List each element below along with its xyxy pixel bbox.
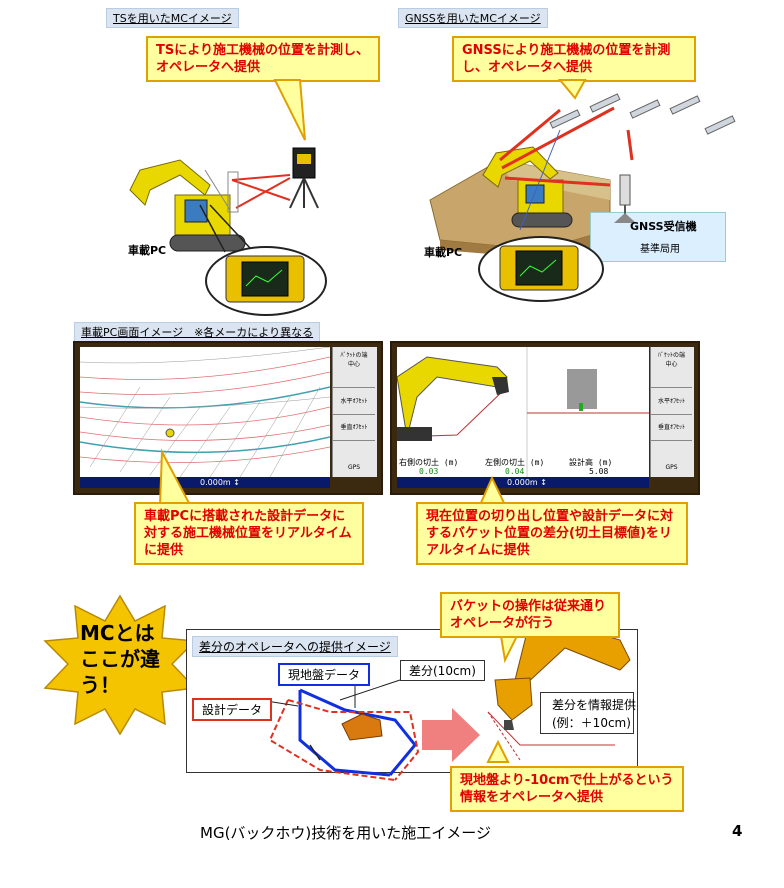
diff-section-label: 差分のオペレータへの提供イメージ <box>192 636 398 657</box>
readout-design-height-label: 設計高 (m) <box>569 458 613 467</box>
bottom-callout-text: 現地盤より-10cmで仕上がるという情報をオペレータへ提供 <box>460 773 674 805</box>
mc-badge-star <box>43 594 197 736</box>
right-pc-btn-gps[interactable]: GPS <box>665 464 678 471</box>
mc-badge-text: MCとはここが違う！ <box>80 621 160 697</box>
bottom-callout: 現地盤より-10cmで仕上がるという情報をオペレータへ提供 <box>450 766 684 812</box>
page-number: 4 <box>732 822 743 840</box>
right-pc-side-panel <box>650 347 694 477</box>
readout-right-cut-label: 右側の切土 (m) <box>399 458 459 467</box>
left-pc-btn-bucket-edge[interactable]: ﾊﾞｹｯﾄの端 中心 <box>333 348 375 388</box>
gnss-pc-label: 車載PC <box>424 246 463 259</box>
left-pc-status-text: 0.000m ↕ <box>200 478 240 487</box>
right-pc-status-text: 0.000m ↕ <box>507 478 547 487</box>
left-pc-side-panel <box>332 347 377 477</box>
right-pc-btn-horizontal-offset[interactable]: 水平ｵﾌｾｯﾄ <box>651 390 692 415</box>
info-box <box>540 692 634 734</box>
info-label: 差分を情報提供 <box>552 698 637 712</box>
right-pc-status-bar: 0.000m ↕ <box>397 477 649 488</box>
bucket-callout-text: バケットの操作は従来通りオペレータが行う <box>450 599 607 631</box>
ground-data-label: 現地盤データ <box>278 663 371 686</box>
ts-callout-text: TSにより施工機械の位置を計測し、オペレータへ提供 <box>156 43 369 75</box>
footer-caption: MG(バックホウ)技術を用いた施工イメージ <box>200 824 491 842</box>
pc-screen-section-label: 車載PC画面イメージ ※各メーカにより異なる <box>74 322 321 342</box>
readout-left-cut-value: 0.04 <box>505 467 525 476</box>
info-example: (例：＋10cm) <box>552 716 631 730</box>
right-pc-btn-vertical-offset[interactable]: 垂直ｵﾌｾｯﾄ <box>651 416 692 441</box>
left-pc-status-bar: 0.000m ↕ <box>80 477 330 488</box>
gnss-section-label: GNSSを用いたMCイメージ <box>398 8 548 28</box>
ts-pc-device-icon <box>225 255 305 303</box>
design-data-label: 設計データ <box>192 698 273 721</box>
left-pc-callout-text: 車載PCに搭載された設計データに対する施工機械位置をリアルタイムに提供 <box>144 509 352 558</box>
right-pc-btn-bucket-edge[interactable]: ﾊﾞｹｯﾄの端 中心 <box>651 348 692 388</box>
total-station-icon <box>289 147 319 209</box>
left-pc-btn-horizontal-offset[interactable]: 水平ｵﾌｾｯﾄ <box>333 390 375 415</box>
gnss-receiver-label: GNSS受信機 <box>630 220 697 233</box>
left-pc-screen <box>80 347 330 477</box>
gnss-receiver-icon <box>614 174 636 223</box>
readout-right-cut-value: 0.03 <box>419 467 439 476</box>
ts-pc-label: 車載PC <box>128 244 167 257</box>
left-pc-btn-gps[interactable]: GPS <box>347 464 361 471</box>
right-pc-readouts: 右側の切土 (m) 0.03 左側の切土 (m) 0.04 設計高 (m) 5.… <box>397 457 649 477</box>
ts-callout: TSにより施工機械の位置を計測し、オペレータへ提供 <box>146 36 380 82</box>
left-pc-callout: 車載PCに搭載された設計データに対する施工機械位置をリアルタイムに提供 <box>134 502 364 565</box>
bucket-callout: バケットの操作は従来通りオペレータが行う <box>440 592 620 638</box>
right-pc-screen: 右側の切土 (m) 0.03 左側の切土 (m) 0.04 設計高 (m) 5.… <box>397 347 649 477</box>
gnss-receiver-box <box>590 212 726 262</box>
gnss-callout-text: GNSSにより施工機械の位置を計測し、オペレータへ提供 <box>462 43 671 75</box>
readout-left-cut-label: 左側の切土 (m) <box>485 458 545 467</box>
diff-amount-label: 差分(10cm) <box>400 660 485 681</box>
right-pc-callout-text: 現在位置の切り出し位置や設計データに対するバケット位置の差分(切土目標値)をリア… <box>426 509 674 558</box>
design-drawing-map <box>80 347 330 477</box>
gnss-pc-device-icon <box>499 245 579 291</box>
right-pc-excavator-view <box>397 347 649 477</box>
ts-excavator-icon <box>129 159 246 252</box>
left-pc-btn-vertical-offset[interactable]: 垂直ｵﾌｾｯﾄ <box>333 416 375 441</box>
right-pc-callout: 現在位置の切り出し位置や設計データに対するバケット位置の差分(切土目標値)をリア… <box>416 502 688 565</box>
readout-design-height-value: 5.08 <box>589 467 609 476</box>
gnss-base-label: 基準局用 <box>640 244 680 255</box>
gnss-satellites-icon <box>549 93 736 135</box>
ts-section-label: TSを用いたMCイメージ <box>106 8 239 28</box>
